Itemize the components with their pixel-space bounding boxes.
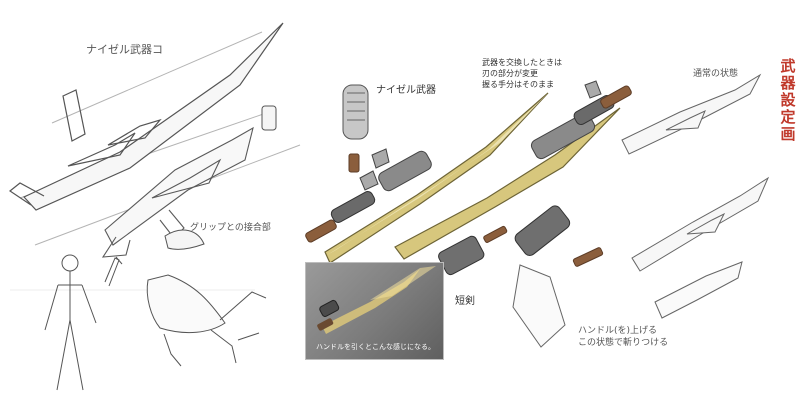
coil-ridges <box>347 92 365 121</box>
combat-sketch <box>146 274 267 367</box>
color-weapon-main <box>305 92 549 264</box>
color-weapon-second <box>394 80 632 260</box>
grip-note-label: グリップとの接合部 <box>190 223 271 233</box>
second-handle <box>600 85 632 109</box>
main-handle <box>305 219 337 243</box>
short-sword-part <box>514 205 571 256</box>
weapon-name-label: ナイゼル武器 <box>376 85 436 96</box>
sketch-sword <box>8 22 284 211</box>
normal-state-label: 通常の状態 <box>693 69 739 79</box>
coil-part <box>342 84 369 140</box>
sketch-small-parts <box>164 105 277 250</box>
short-sword-label: 短剣 <box>455 296 475 307</box>
second-blade <box>394 107 621 260</box>
hand-lift-label-2: この状態で斬りつける <box>578 338 669 348</box>
main-grip <box>330 191 376 223</box>
main-blade <box>324 92 549 264</box>
right-sketches <box>512 73 770 348</box>
vertical-title: 武器設定画 <box>780 57 796 143</box>
main-hilt <box>378 150 432 192</box>
top-note-line-3: 握る手分はそのまま <box>482 80 554 89</box>
hand-lift-label: ハンドル(を)上げる <box>578 326 658 336</box>
weapon-name-left-label: ナイゼル武器コ <box>86 43 163 56</box>
short-sword-handle-2 <box>483 225 508 243</box>
second-part-1 <box>584 80 602 99</box>
main-side-grip <box>348 153 360 173</box>
second-hilt <box>530 112 596 160</box>
human-figure-sketch <box>44 254 123 391</box>
photo-caption: ハンドルを引くとこんな感じになる。 <box>316 343 435 351</box>
main-part-2 <box>359 170 379 191</box>
top-note-line-2: 刃の部分が変更 <box>482 69 538 78</box>
top-note-line-1: 武器を交換したときは <box>482 58 562 67</box>
render-photo-sword <box>317 266 436 334</box>
main-part-1 <box>371 148 390 169</box>
color-small-parts <box>342 84 604 276</box>
short-sword-handle <box>572 247 604 267</box>
